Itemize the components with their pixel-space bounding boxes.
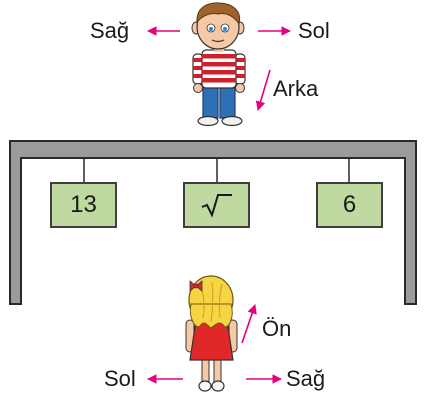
bottom-left-label: Sol [104,366,136,391]
girl-figure [185,275,238,392]
card-left-text: 13 [70,191,97,218]
card-middle [183,182,250,228]
arrow-back [255,69,271,111]
card-right: 6 [316,182,383,228]
boy-figure [191,2,246,127]
top-left-label: Sağ [90,18,130,43]
card-left: 13 [50,182,117,228]
arrow-front [241,304,257,344]
top-right-label: Sol [298,18,330,43]
card-right-text: 6 [342,191,357,218]
bottom-right-label: Sağ [286,366,326,391]
front-label: Ön [262,316,292,341]
hanging-frame [9,140,417,305]
square-root-icon [201,194,232,218]
back-label: Arka [273,76,319,101]
